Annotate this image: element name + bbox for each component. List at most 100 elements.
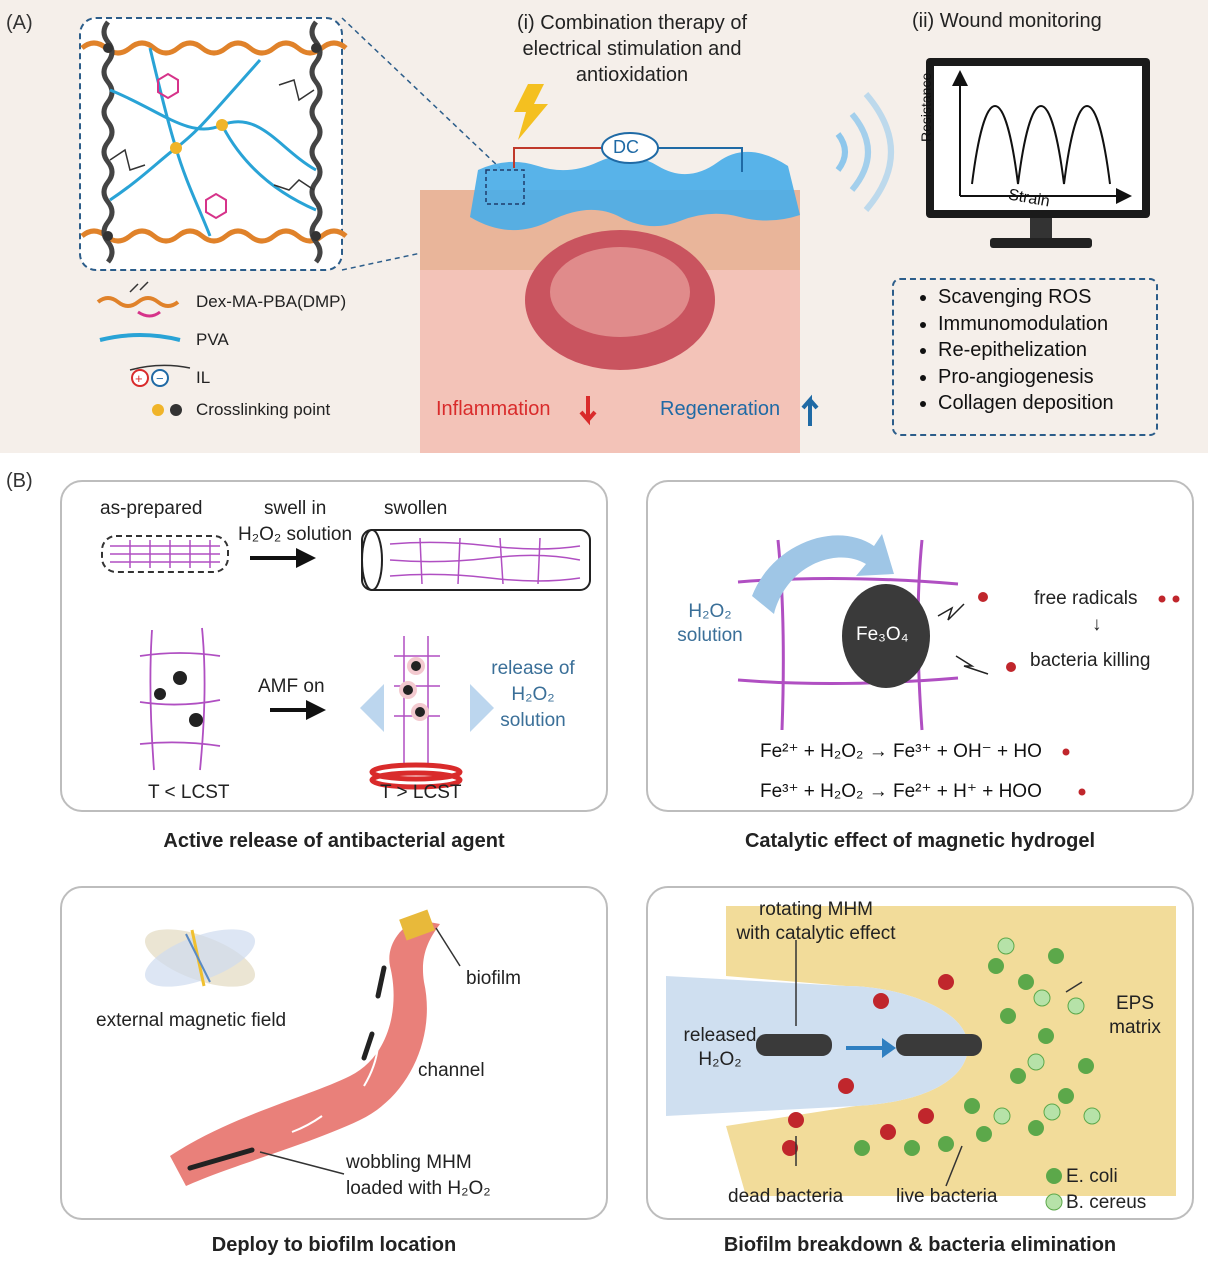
card3-caption: Deploy to biofilm location [211, 1234, 457, 1256]
legend-il-plus [131, 369, 149, 387]
dmp-chain-top [80, 40, 348, 56]
fe3o4-particle [842, 584, 930, 688]
legend-bcereus-dot [1045, 1193, 1063, 1211]
svg-text:+: + [135, 371, 143, 386]
inflammation-down-arrow [579, 396, 597, 426]
il-side-chain-1 [109, 148, 146, 171]
dmp-chain-bottom [80, 228, 348, 244]
ecoli-label: E. coli [1066, 1166, 1118, 1187]
equation-2: Fe³⁺ + H₂O₂ → Fe²⁺ + H⁺ + HOO [760, 781, 1042, 802]
legend-il-minus [151, 369, 169, 387]
panel-a-label: (A) [6, 12, 33, 34]
legend-pva-line [99, 333, 181, 342]
outcome-item: Re-epithelization [938, 337, 1156, 364]
outcome-item: Collagen deposition [938, 390, 1156, 417]
therapy-title: (i) Combination therapy of electrical st… [516, 12, 748, 86]
wobbling-label: wobbling MHM loaded with H₂O₂ [346, 1152, 491, 1199]
inflammation-label: Inflammation [436, 398, 551, 420]
legend-crosslinking: Crosslinking point [196, 400, 331, 419]
patch-zoom-box [485, 169, 525, 205]
pva-chain-4 [220, 124, 317, 212]
t-low-label: T < LCST [148, 782, 230, 803]
lightning-icon [514, 84, 548, 140]
panel-a-illustration: + − [79, 17, 1150, 453]
card3-graphics [144, 909, 461, 1186]
outcome-item: Pro-angiogenesis [938, 364, 1156, 391]
card-catalytic-effect [646, 480, 1194, 812]
rotating-label: rotating MHM with catalytic effect [736, 899, 896, 944]
channel-tube [170, 920, 440, 1186]
svg-text:−: − [156, 371, 164, 386]
eps-matrix [726, 906, 1176, 1196]
crosslink-point-5 [103, 231, 113, 241]
equation-1: Fe²⁺ + H₂O₂ → Fe³⁺ + OH⁻ + HO [760, 741, 1042, 762]
dc-label: DC [613, 137, 639, 157]
resistance-curve [971, 105, 1111, 185]
chart-ylabel: Resistance [918, 72, 934, 142]
il-chain-left [101, 20, 115, 264]
card1-graphics [101, 529, 591, 790]
dead-bacteria-label: dead bacteria [728, 1186, 844, 1207]
signal-wave-2 [849, 112, 871, 192]
outcome-item: Immunomodulation [938, 311, 1156, 338]
legend-pva: PVA [196, 330, 229, 349]
crosslink-point-1 [170, 142, 182, 154]
h2o2-solution-label-2: H₂O₂ solution [677, 601, 743, 646]
il-side-chain-3 [273, 179, 315, 191]
amf-on-label: AMF on [258, 676, 325, 697]
crosslink-point-2 [216, 119, 228, 131]
dc-source [601, 132, 659, 164]
crosslink-point-6 [311, 231, 321, 241]
molecular-inset-frame [79, 17, 343, 271]
monitor-base [990, 238, 1092, 248]
pba-ring-2 [205, 192, 227, 220]
panel-b-label: (B) [6, 470, 33, 492]
channel-label: channel [418, 1060, 485, 1081]
t-high-label: T > LCST [380, 782, 462, 803]
card4-caption: Biofilm breakdown & bacteria elimination [723, 1234, 1117, 1256]
release-label: release of H₂O₂ solution [491, 658, 575, 731]
as-prepared-label: as-prepared [100, 498, 203, 519]
dc-wire-blue [656, 147, 743, 172]
hydrogel-patch [470, 151, 800, 231]
card2-caption: Catalytic effect of magnetic hydrogel [744, 830, 1096, 852]
regeneration-label: Regeneration [660, 398, 781, 420]
legend-dmp-line [96, 296, 180, 308]
card1-caption: Active release of antibacterial agent [163, 830, 505, 852]
il-side-chain-2 [278, 79, 315, 102]
il-chain-right [309, 20, 323, 264]
signal-wave-1 [835, 132, 848, 172]
regeneration-up-arrow [801, 394, 819, 426]
legend-ecoli-dot [1046, 1168, 1062, 1184]
monitoring-title: (ii) Wound monitoring [912, 10, 1102, 32]
dc-wire-red [513, 147, 604, 168]
outcome-item: Scavenging ROS [938, 284, 1156, 311]
legend-crosslink-black [170, 404, 182, 416]
live-bacteria-label: live bacteria [896, 1186, 998, 1207]
external-field-label: external magnetic field [96, 1010, 287, 1031]
fe3o4-label: Fe₃O₄ [856, 624, 909, 645]
h2o2-solution-label: H₂O₂ solution [238, 524, 353, 545]
bacteria-killing-label: bacteria killing [1030, 650, 1151, 671]
h2o2-flow-arrow [752, 534, 894, 614]
free-radicals-label: free radicals [1034, 588, 1138, 609]
signal-wave-3 [863, 92, 894, 212]
legend-dmp: Dex-MA-PBA(DMP) [196, 292, 347, 311]
released-label: released H₂O₂ [683, 1025, 757, 1070]
monitor-neck [1030, 218, 1052, 240]
outcome-list: Scavenging ROS Immunomodulation Re-epith… [892, 278, 1158, 436]
swollen-label: swollen [384, 498, 448, 519]
swell-in-label: swell in [264, 498, 327, 519]
biofilm-label: biofilm [466, 968, 521, 989]
card4-graphics [666, 906, 1176, 1211]
card2-graphics [737, 534, 1180, 796]
legend-il: IL [196, 368, 211, 387]
bcereus-label: B. cereus [1066, 1192, 1147, 1213]
down-arrow: ↓ [1092, 614, 1102, 635]
eps-label: EPS matrix [1109, 993, 1161, 1038]
zoom-line-top [341, 17, 501, 169]
pba-ring-1 [157, 72, 179, 100]
crosslink-point-3 [103, 43, 113, 53]
biofilm-patch [399, 909, 435, 941]
crosslink-point-4 [311, 43, 321, 53]
